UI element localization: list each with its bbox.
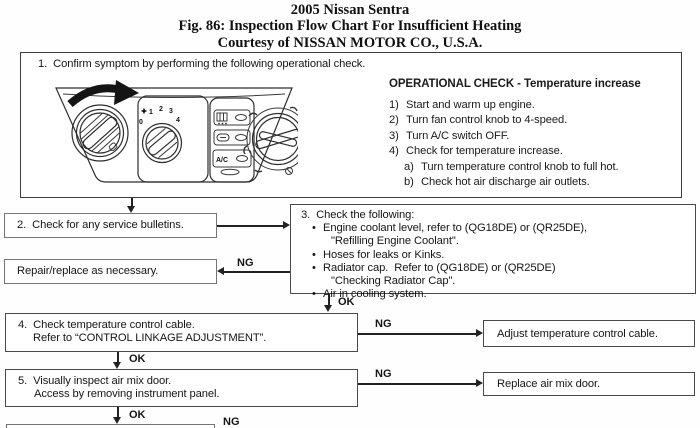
step3-item-cont: "Checking Radiator Cap".: [331, 275, 456, 288]
step3-item: Hoses for leaks or Kinks.: [301, 249, 695, 262]
fan-knob: [137, 95, 209, 183]
ok-label: OK: [129, 353, 146, 365]
step3-item-cont: "Refilling Engine Coolant".: [331, 235, 459, 248]
op-check-step: 1) Start and warm up engine.: [389, 99, 535, 111]
op-check-step: 3) Turn A/C switch OFF.: [389, 129, 510, 142]
temperature-knob: [71, 104, 129, 162]
step4-line1: 4. Check temperature control cable.: [18, 319, 195, 331]
hvac-panel-illustration: 0 1 2 3 4: [55, 80, 298, 183]
arrow-step3-step4: [328, 294, 330, 306]
adjust-cable-text: Adjust temperature control cable.: [497, 328, 658, 340]
button-panel: A/C: [209, 97, 255, 183]
arrow-step4-adjust: [358, 333, 477, 335]
arrow-step2-step3: [217, 225, 283, 227]
courtesy-line: Courtesy of NISSAN MOTOR CO., U.S.A.: [217, 34, 483, 51]
arrow-step4-step5: [117, 352, 119, 363]
ng-label: NG: [223, 416, 240, 428]
svg-text:1: 1: [149, 109, 153, 116]
step5-line1: 5. Visually inspect air mix door.: [18, 375, 172, 387]
arrowhead-down-icon: [127, 206, 135, 213]
replace-air-mix-door-box: Replace air mix door.: [483, 372, 695, 396]
op-check-substep: b) Check hot air discharge air outlets.: [404, 176, 590, 189]
arrow-step5-step6: [117, 407, 119, 418]
ok-label: OK: [129, 409, 146, 421]
rotate-arrow-icon: [67, 80, 139, 108]
adjust-cable-box: Adjust temperature control cable.: [483, 320, 695, 347]
operational-check: OPERATIONAL CHECK - Temperature increase…: [389, 78, 689, 190]
step2-text: 2. Check for any service bulletins.: [17, 219, 184, 231]
fan-icon: [140, 107, 148, 115]
op-check-step: 2) Turn fan control knob to 4-speed.: [389, 114, 568, 127]
step3-box: 3. Check the following: Engine coolant l…: [290, 204, 696, 302]
svg-text:2: 2: [159, 106, 163, 113]
op-check-substep: a) Turn temperature control knob to full…: [404, 160, 619, 173]
svg-text:A/C: A/C: [216, 157, 228, 164]
arrow-step3-repair: [223, 271, 290, 273]
fan-speed-labels: 0 1 2 3 4: [139, 106, 180, 126]
arrow-step1-step2: [131, 198, 133, 207]
svg-text:3: 3: [169, 108, 173, 115]
step3-item: Radiator cap. Refer to (QG18DE) or (QR25…: [301, 262, 695, 275]
mode-icons: [243, 106, 298, 173]
doc-title: 2005 Nissan Sentra: [290, 2, 410, 18]
arrowhead-down-icon: [113, 417, 121, 424]
defrost-button: [213, 109, 251, 126]
figure-title: Fig. 86: Inspection Flow Chart For Insuf…: [178, 18, 522, 34]
step1-instruction: 1. Confirm symptom by performing the fol…: [38, 58, 366, 70]
svg-text:4: 4: [176, 117, 180, 124]
arrowhead-right-icon: [476, 329, 483, 337]
ng-label: NG: [375, 368, 392, 380]
ac-button: A/C: [212, 149, 252, 176]
step3-title: 3. Check the following:: [301, 209, 415, 221]
operational-check-title: OPERATIONAL CHECK - Temperature increase: [389, 78, 641, 90]
ng-label: NG: [237, 257, 254, 269]
repair-replace-text: Repair/replace as necessary.: [17, 265, 159, 277]
screw-icon: [285, 167, 293, 175]
ok-label: OK: [338, 296, 355, 308]
step6-box-partial: [6, 424, 215, 428]
op-check-step: 4) Check for temperature increase.: [389, 145, 563, 158]
step1-box: [20, 52, 682, 198]
arrowhead-right-icon: [283, 221, 290, 229]
step4-box: 4. Check temperature control cable. Refe…: [5, 313, 358, 352]
replace-air-mix-door-text: Replace air mix door.: [497, 378, 600, 390]
arrowhead-down-icon: [324, 305, 332, 312]
arrowhead-right-icon: [476, 379, 483, 387]
step3-item: Air in cooling system.: [301, 288, 695, 301]
step3-item: Engine coolant level, refer to (QG18DE) …: [301, 222, 695, 235]
step5-line2: Access by removing instrument panel.: [34, 388, 220, 401]
step2-box: 2. Check for any service bulletins.: [4, 213, 217, 238]
arrow-step5-replace: [358, 383, 477, 385]
mode-knob: [243, 106, 298, 175]
recirculation-button: [213, 129, 251, 146]
step4-line2: Refer to “CONTROL LINKAGE ADJUSTMENT”.: [33, 332, 267, 345]
arrowhead-left-icon: [217, 267, 224, 275]
ng-label: NG: [375, 318, 392, 330]
repair-replace-box: Repair/replace as necessary.: [4, 259, 217, 284]
arrowhead-down-icon: [113, 362, 121, 369]
svg-text:0: 0: [139, 119, 143, 126]
step5-box: 5. Visually inspect air mix door. Access…: [5, 369, 358, 407]
